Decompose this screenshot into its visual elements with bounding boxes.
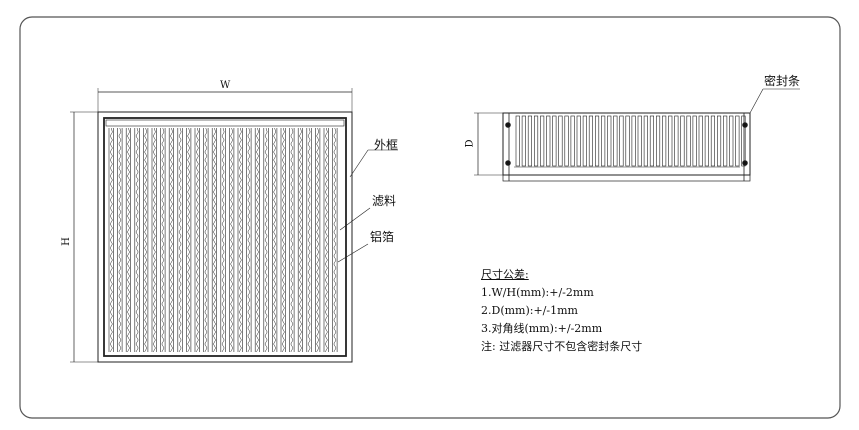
side-pleat xyxy=(716,115,722,167)
pleat-wave xyxy=(230,127,234,353)
note-line: 2.D(mm):+/-1mm xyxy=(481,304,578,317)
side-pleat xyxy=(521,115,526,167)
side-pleat xyxy=(564,115,569,167)
side-view xyxy=(474,88,800,182)
side-pleat xyxy=(655,115,661,167)
side-pleat xyxy=(631,115,636,167)
note-line: 1.W/H(mm):+/-2mm xyxy=(481,286,594,299)
side-pleat xyxy=(698,115,703,167)
side-pleat xyxy=(552,115,557,167)
side-pleat xyxy=(540,115,545,167)
side-pleat xyxy=(680,115,685,167)
side-pleat xyxy=(601,115,606,167)
side-pleat xyxy=(649,115,655,167)
pleat-wave xyxy=(161,127,165,353)
pleat-wave xyxy=(238,127,242,353)
pleat-wave xyxy=(118,127,122,353)
side-pleat xyxy=(729,115,734,167)
pleat-wave xyxy=(144,127,148,353)
side-pleat xyxy=(619,115,624,167)
side-pleat xyxy=(723,115,728,167)
callout-aluminum-foil: 铝箔 xyxy=(370,230,395,244)
pleat-wave xyxy=(135,127,139,353)
callout-outer-frame: 外框 xyxy=(374,138,399,152)
side-pleat xyxy=(558,115,563,167)
side-pleat xyxy=(686,115,691,167)
side-pleat xyxy=(674,115,679,167)
pleat-wave xyxy=(290,127,294,353)
side-pleat xyxy=(607,115,612,167)
pleat-wave xyxy=(256,127,259,353)
front-view xyxy=(70,88,398,363)
note-line: 注: 过滤器尺寸不包含密封条尺寸 xyxy=(481,340,643,353)
pleat-wave xyxy=(264,127,268,353)
side-pleat xyxy=(576,115,581,167)
pleat-wave xyxy=(307,127,311,353)
side-pleat xyxy=(692,115,697,167)
side-pleat xyxy=(588,115,594,167)
pleat-wave xyxy=(273,127,277,353)
pleat-wave xyxy=(127,127,130,353)
side-pleat xyxy=(515,115,520,167)
drawing-border xyxy=(19,16,841,419)
depth-dimension-label: D xyxy=(464,139,476,148)
pleat-wave xyxy=(204,127,208,353)
side-pleat xyxy=(710,115,716,167)
side-pleat xyxy=(613,115,618,167)
pleat-wave xyxy=(170,127,173,353)
pleat-wave xyxy=(178,127,182,353)
tolerance-notes: 尺寸公差: 1.W/H(mm):+/-2mm 2.D(mm):+/-1mm 3.… xyxy=(481,266,642,356)
side-pleat xyxy=(668,115,673,167)
pleat-wave xyxy=(333,127,337,353)
pleat-wave xyxy=(221,127,225,353)
side-pleat xyxy=(546,115,551,167)
side-pleat xyxy=(735,115,740,167)
callout-filter-media: 滤料 xyxy=(372,194,397,208)
callout-seal-strip: 密封条 xyxy=(764,74,801,88)
width-dimension-label: W xyxy=(220,80,231,91)
side-pleat xyxy=(570,115,575,167)
pleat-wave xyxy=(247,127,251,353)
pleat-wave xyxy=(187,127,191,353)
side-pleat xyxy=(625,115,630,167)
notes-title: 尺寸公差: xyxy=(481,268,529,281)
pleat-wave xyxy=(109,127,113,353)
side-pleat xyxy=(741,115,746,167)
side-pleat xyxy=(533,115,539,167)
pleat-wave xyxy=(281,127,285,353)
pleat-wave xyxy=(152,127,156,353)
side-pleat xyxy=(527,115,533,167)
pleat-wave xyxy=(316,127,320,353)
pleat-wave xyxy=(324,127,328,353)
pleat-wave xyxy=(195,127,199,353)
side-pleat xyxy=(582,115,587,167)
note-line: 3.对角线(mm):+/-2mm xyxy=(481,322,603,335)
pleat-wave xyxy=(213,127,216,353)
side-pleat xyxy=(704,115,709,167)
side-pleat xyxy=(662,115,667,167)
height-dimension-label: H xyxy=(60,237,72,246)
side-pleat xyxy=(637,115,642,167)
side-pleat xyxy=(594,115,600,167)
side-pleat xyxy=(643,115,648,167)
pleat-wave xyxy=(299,127,302,353)
